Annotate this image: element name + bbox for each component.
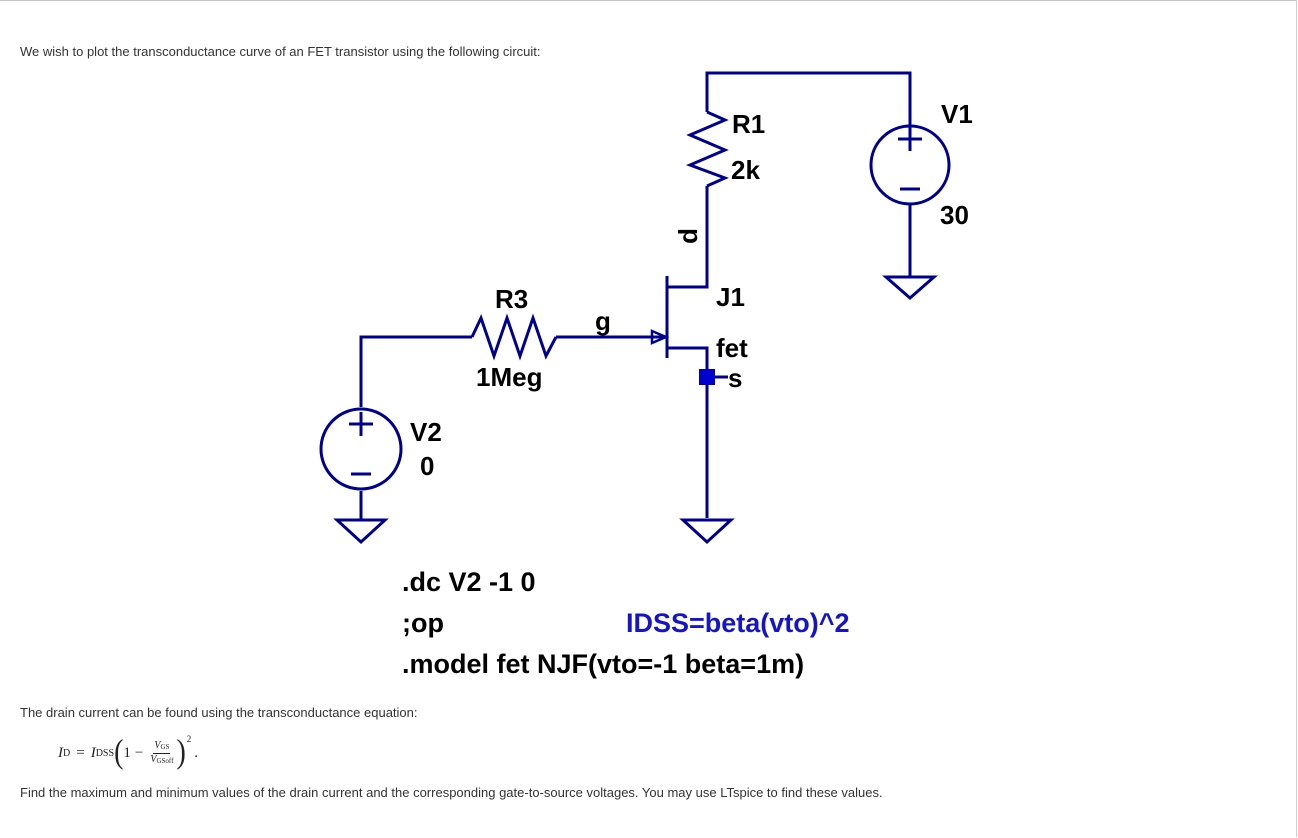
source-node-marker	[699, 369, 715, 385]
ground-symbol-v1	[882, 275, 938, 300]
wire-drain	[667, 186, 709, 289]
circuit-wires	[359, 71, 912, 520]
wire-left	[359, 335, 472, 407]
resistor-r3	[470, 313, 558, 361]
idss-note: IDSS=beta(vto)^2	[626, 608, 850, 638]
intro-paragraph: We wish to plot the transconductance cur…	[20, 44, 541, 59]
wire-source	[667, 346, 709, 518]
formula-fraction: VGS VGSoff	[150, 739, 174, 766]
directive-op: ;op	[402, 608, 444, 638]
label-v2-value: 0	[420, 451, 434, 481]
label-v1-value: 30	[940, 200, 969, 230]
formula-close-paren: )	[176, 733, 186, 771]
label-source-node: s	[728, 363, 742, 393]
circuit-schematic: R1 2k V1 30 d J1 fet s g R3 1Meg V2 0 .d…	[319, 71, 973, 679]
label-drain-node: d	[673, 228, 703, 244]
ground-symbol-source	[679, 518, 735, 545]
voltage-source-v1	[869, 124, 951, 206]
label-r1-name: R1	[732, 109, 765, 139]
formula-vgsoff-symbol: V	[150, 753, 157, 765]
formula-period: .	[194, 744, 199, 761]
ground-symbol-v2	[333, 518, 389, 545]
formula-one: 1	[123, 744, 131, 761]
formula-vgs-symbol: V	[154, 739, 161, 751]
label-v2-name: V2	[410, 417, 442, 447]
label-j1-name: J1	[716, 282, 745, 312]
label-j1-model: fet	[716, 333, 748, 363]
formula-id-symbol: I	[58, 744, 63, 761]
formula-idss-subscript: DSS	[95, 747, 115, 759]
formula-equals: =	[76, 744, 85, 761]
wire-top	[705, 71, 912, 128]
question-paragraph: Find the maximum and minimum values of t…	[20, 785, 883, 800]
directive-model: .model fet NJF(vto=-1 beta=1m)	[402, 649, 804, 679]
label-r1-value: 2k	[731, 155, 760, 185]
formula-idss-symbol: I	[90, 744, 96, 761]
formula-open-paren: (	[114, 733, 124, 771]
formula-vgs-subscript: GS	[160, 742, 170, 751]
label-r3-value: 1Meg	[476, 362, 542, 392]
label-gate-node: g	[595, 306, 611, 336]
resistor-r1	[685, 110, 729, 188]
label-v1-name: V1	[941, 99, 973, 129]
voltage-source-v2	[319, 407, 403, 491]
formula-vgsoff-subscript: GSoff	[156, 756, 174, 765]
formula-minus: −	[134, 744, 144, 761]
jfet-gate-arrow	[650, 329, 670, 345]
label-r3-name: R3	[495, 284, 528, 314]
equation-intro-paragraph: The drain current can be found using the…	[20, 705, 418, 720]
formula-exponent: 2	[186, 734, 192, 744]
formula-id-subscript: D	[63, 747, 71, 759]
directive-dc: .dc V2 -1 0	[402, 567, 536, 597]
